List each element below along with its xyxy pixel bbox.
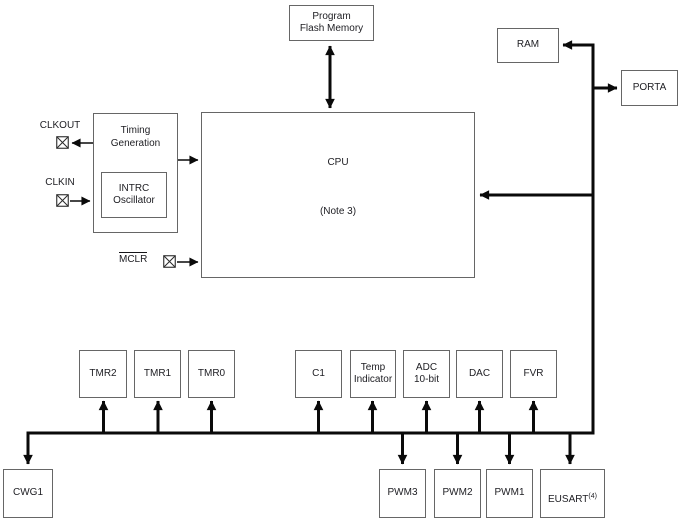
block-c1: C1 <box>295 350 342 398</box>
block-ram: RAM <box>497 28 559 63</box>
block-pwm2: PWM2 <box>434 469 481 518</box>
block-intrc-oscillator: INTRC Oscillator <box>101 172 167 218</box>
pin-label-mclr: MCLR <box>119 252 148 265</box>
block-tmr0: TMR0 <box>188 350 235 398</box>
eusart-text: EUSART <box>548 494 589 505</box>
pin-label-clkin: CLKIN <box>45 177 75 188</box>
block-program-flash-memory: Program Flash Memory <box>289 5 374 41</box>
block-tmr1: TMR1 <box>134 350 181 398</box>
block-cpu: CPU (Note 3) <box>201 112 475 278</box>
clkin-pad-icon <box>56 194 69 207</box>
block-porta: PORTA <box>621 70 678 106</box>
mclr-pad-icon <box>163 255 176 268</box>
clkout-pad-icon <box>56 136 69 149</box>
block-tmr2: TMR2 <box>79 350 127 398</box>
timing-generation-label: Timing Generation <box>110 125 161 149</box>
block-pwm3: PWM3 <box>379 469 426 518</box>
eusart-footnote: (4) <box>588 493 597 500</box>
cpu-title: CPU <box>327 157 349 168</box>
block-adc-10bit: ADC 10-bit <box>403 350 450 398</box>
cpu-note: (Note 3) <box>319 205 357 217</box>
block-temp-indicator: Temp Indicator <box>350 350 396 398</box>
block-cwg1: CWG1 <box>3 469 53 518</box>
block-fvr: FVR <box>510 350 557 398</box>
eusart-label: EUSART(4) <box>548 481 597 507</box>
pin-label-clkout: CLKOUT <box>39 120 81 131</box>
block-pwm1: PWM1 <box>486 469 533 518</box>
block-dac: DAC <box>456 350 503 398</box>
block-eusart: EUSART(4) <box>540 469 605 518</box>
mclr-text: MCLR <box>119 252 148 265</box>
